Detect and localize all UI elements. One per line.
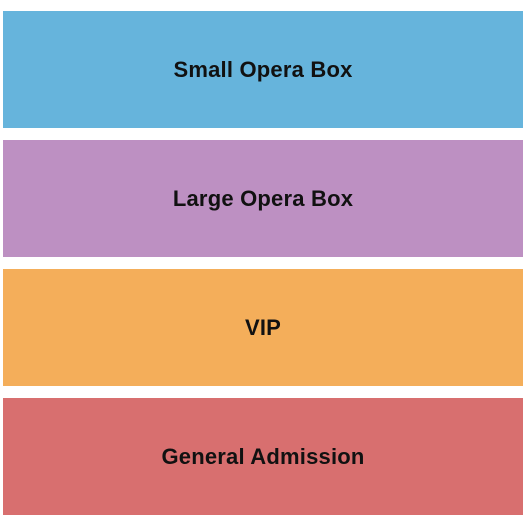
section-general-admission[interactable]: General Admission	[3, 398, 523, 515]
section-label: Large Opera Box	[172, 185, 354, 211]
section-small-opera-box[interactable]: Small Opera Box	[3, 11, 523, 128]
section-large-opera-box[interactable]: Large Opera Box	[3, 140, 523, 257]
section-label: General Admission	[161, 443, 365, 469]
section-label: VIP	[244, 314, 282, 340]
section-vip[interactable]: VIP	[3, 269, 523, 386]
section-label: Small Opera Box	[173, 56, 353, 82]
